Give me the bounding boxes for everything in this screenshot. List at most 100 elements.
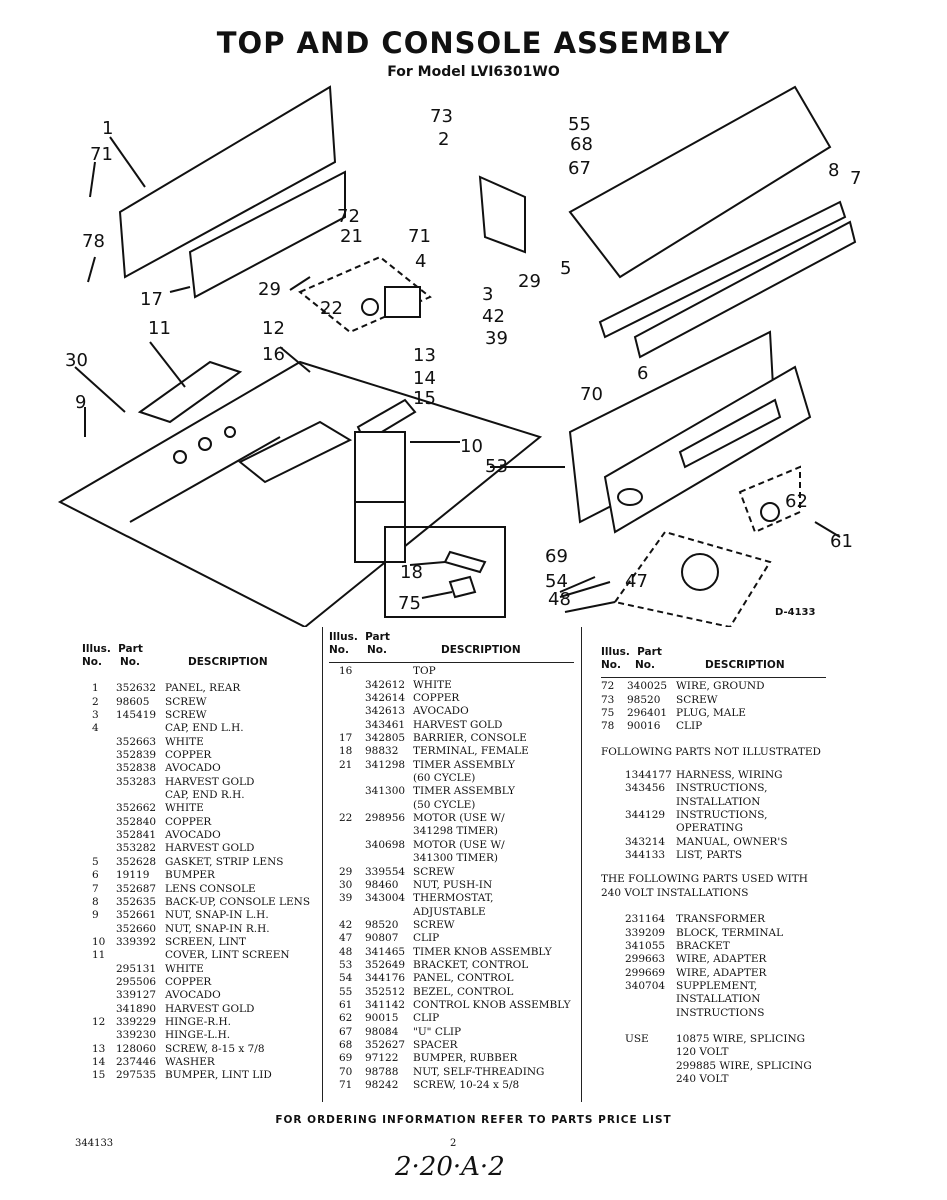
- header-rule: [601, 677, 826, 678]
- part-description: WIRE, GROUND: [676, 680, 765, 693]
- callout-label: 54: [545, 571, 568, 592]
- part-description: SCREW: [676, 693, 718, 706]
- part-number: 98520: [365, 918, 399, 931]
- use-line: 10875 WIRE, SPLICING: [676, 1032, 806, 1045]
- part-description: LENS CONSOLE: [165, 882, 256, 895]
- callout-label: 68: [570, 134, 593, 155]
- part-number: 90015: [365, 1012, 399, 1025]
- illus-number: 9: [92, 909, 99, 922]
- part-number: 352628: [116, 855, 157, 868]
- part-number: 98605: [116, 695, 150, 708]
- use-line: 120 VOLT: [676, 1046, 729, 1059]
- illus-number: 69: [339, 1052, 353, 1065]
- part-number: 341890: [116, 1002, 157, 1015]
- part-number: 339554: [365, 865, 406, 878]
- part-number: 352661: [116, 909, 157, 922]
- part-number: 352627: [365, 1038, 406, 1051]
- parts-row: INSTALLATION: [601, 993, 831, 1006]
- part-description: BUMPER, RUBBER: [413, 1052, 518, 1065]
- illus-number: 3: [92, 709, 99, 722]
- part-description: SCREW: [413, 865, 455, 878]
- use-row: USE 10875 WIRE, SPLICING: [601, 1033, 831, 1046]
- callout-label: 69: [545, 546, 568, 567]
- part-description: BUMPER: [165, 869, 215, 882]
- callout-label: 42: [482, 306, 505, 327]
- timer-box: [298, 255, 432, 334]
- illus-number: 62: [339, 1012, 353, 1025]
- illus-number: 71: [339, 1079, 353, 1091]
- part-description: TIMER ASSEMBLY: [413, 785, 515, 798]
- part-description: CLIP: [413, 932, 440, 945]
- part-number: 352660: [116, 922, 157, 935]
- part-number: 353282: [116, 842, 157, 855]
- parts-row: 341298 TIMER): [329, 825, 574, 838]
- part-description: SCREW: [165, 695, 207, 708]
- part-number: 296401: [627, 707, 668, 720]
- part-number: 343214: [625, 835, 666, 848]
- document-number: 344133: [75, 1138, 114, 1149]
- part-number: 90807: [365, 932, 399, 945]
- model-subtitle: For Model LVI6301WO: [387, 64, 560, 80]
- part-description: (60 CYCLE): [413, 772, 476, 785]
- part-description: CAP, END R.H.: [165, 789, 245, 802]
- callout-label: 73: [430, 106, 453, 127]
- callout-label: 53: [485, 456, 508, 477]
- illus-number: 10: [92, 935, 106, 948]
- console-bezel: [568, 85, 832, 279]
- part-number: 341298: [365, 758, 406, 771]
- use-label: USE: [625, 1032, 649, 1045]
- header-illus: Illus.: [601, 646, 630, 658]
- header-description: DESCRIPTION: [705, 659, 785, 672]
- part-description: CONTROL KNOB ASSEMBLY: [413, 998, 571, 1011]
- part-number: 97122: [365, 1052, 399, 1065]
- part-description: WHITE: [165, 962, 204, 975]
- illus-number: 42: [339, 918, 353, 931]
- callout-label: 30: [65, 350, 88, 371]
- parts-row: INSTRUCTIONS: [601, 1007, 831, 1020]
- part-description: COPPER: [413, 692, 460, 705]
- callout-label: 4: [415, 251, 426, 272]
- part-number: 352512: [365, 985, 406, 998]
- callout-label: 10: [460, 436, 483, 457]
- part-description: BUMPER, LINT LID: [165, 1069, 272, 1082]
- use-row: 240 VOLT: [601, 1073, 831, 1086]
- page-title: TOP AND CONSOLE ASSEMBLY: [216, 26, 731, 60]
- part-description: TIMER ASSEMBLY: [413, 758, 515, 771]
- callout-label: 2: [438, 129, 449, 150]
- part-number: 341300: [365, 785, 406, 798]
- parts-row: (60 CYCLE): [329, 772, 574, 785]
- part-number: 340698: [365, 838, 406, 851]
- illus-number: 18: [339, 745, 353, 758]
- part-description: MOTOR (USE W/: [413, 812, 505, 825]
- part-number: 340025: [627, 680, 668, 693]
- part-number: 339127: [116, 989, 157, 1002]
- part-number: 343456: [625, 782, 666, 795]
- callout-label: 7: [850, 168, 861, 189]
- callout-label: 12: [262, 318, 285, 339]
- callout-label: 61: [830, 531, 853, 552]
- ordering-footer: FOR ORDERING INFORMATION REFER TO PARTS …: [275, 1114, 672, 1126]
- part-number: 341465: [365, 945, 406, 958]
- part-description: (50 CYCLE): [413, 798, 476, 811]
- column-divider-1: [322, 627, 323, 1102]
- part-number: 352839: [116, 749, 157, 762]
- part-number: 297535: [116, 1069, 157, 1082]
- illus-number: 12: [92, 1015, 106, 1028]
